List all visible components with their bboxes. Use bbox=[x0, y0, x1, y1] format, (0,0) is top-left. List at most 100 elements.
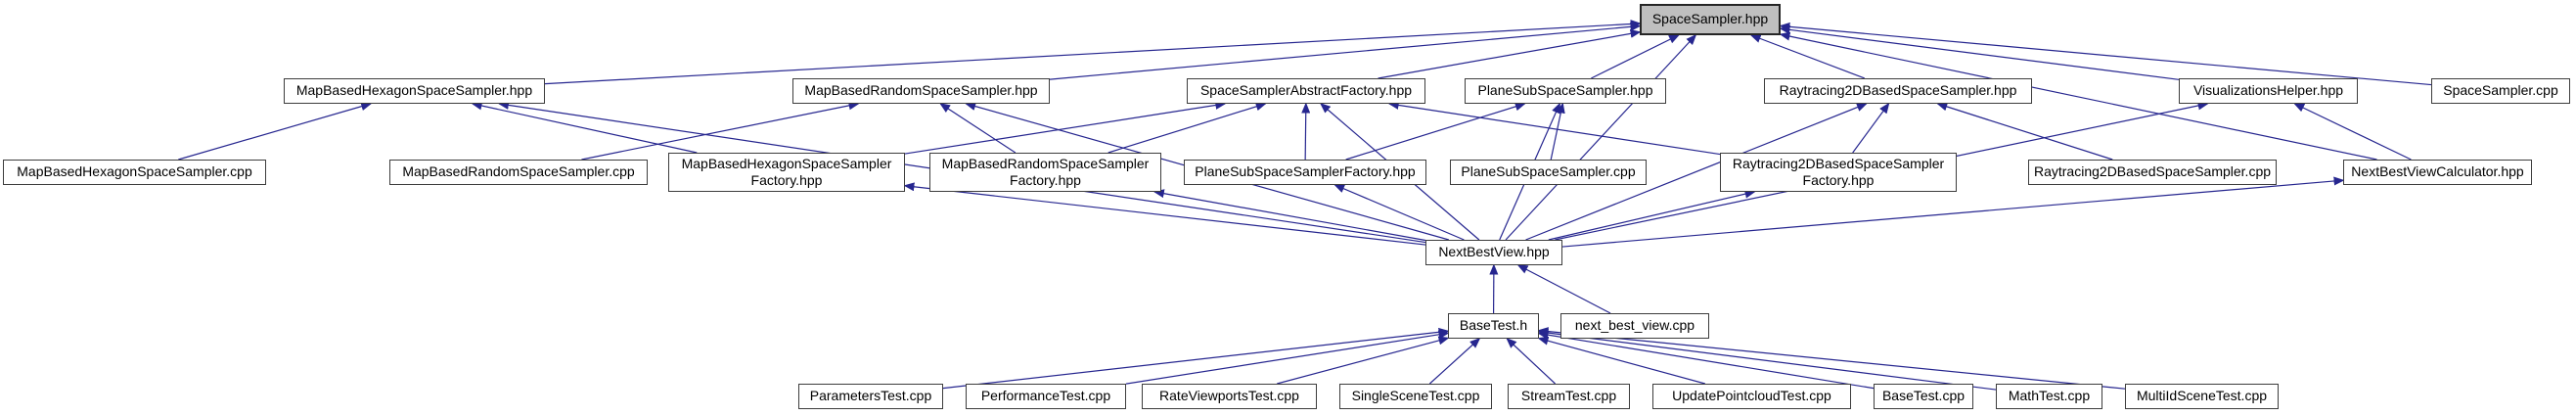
graph-node-label: UpdatePointcloudTest.cpp bbox=[1672, 388, 1831, 404]
graph-node-sscpp[interactable]: SpaceSampler.cpp bbox=[2431, 78, 2570, 104]
graph-node-randhpp[interactable]: MapBasedRandomSpaceSampler.hpp bbox=[792, 78, 1050, 104]
edge-streamtest-to-basetesth bbox=[1506, 337, 1557, 385]
edge-nbvcalc-to-root bbox=[1779, 31, 2377, 161]
edge-nbv-to-planefact bbox=[1333, 184, 1465, 241]
graph-node-ratetest[interactable]: RateViewportsTest.cpp bbox=[1142, 384, 1317, 409]
graph-node-label: BaseTest.cpp bbox=[1881, 388, 1966, 404]
edge-rayhpp-to-root bbox=[1749, 34, 1866, 79]
graph-node-label: Factory.hpp bbox=[1010, 172, 1081, 188]
edge-nbv-to-hexfact bbox=[903, 182, 1426, 246]
edge-singletest-to-basetesth bbox=[1428, 337, 1481, 385]
graph-node-label: MapBasedRandomSpaceSampler.hpp bbox=[804, 82, 1038, 99]
graph-node-nbvcpp[interactable]: next_best_view.cpp bbox=[1560, 313, 1709, 339]
graph-node-basetestcpp[interactable]: BaseTest.cpp bbox=[1874, 384, 1973, 409]
graph-node-nbv[interactable]: NextBestView.hpp bbox=[1425, 240, 1562, 265]
graph-node-label: MultiIdSceneTest.cpp bbox=[2136, 388, 2268, 404]
graph-node-label: SingleSceneTest.cpp bbox=[1351, 388, 1480, 404]
edge-randfact-to-absfact bbox=[1107, 102, 1267, 154]
graph-node-label: PlaneSubSpaceSampler.hpp bbox=[1477, 82, 1653, 99]
edge-randhpp-to-root bbox=[1049, 22, 1642, 80]
graph-node-label: Raytracing2DBasedSpaceSampler.hpp bbox=[1779, 82, 2017, 99]
graph-node-label: Factory.hpp bbox=[1802, 172, 1875, 188]
graph-node-label: next_best_view.cpp bbox=[1574, 317, 1695, 334]
edge-ratetest-to-basetesth bbox=[1277, 336, 1450, 385]
edge-nbvcalc-to-vishpp bbox=[2293, 103, 2412, 161]
graph-node-perftest[interactable]: PerformanceTest.cpp bbox=[966, 384, 1126, 409]
graph-node-label: SpaceSamplerAbstractFactory.hpp bbox=[1199, 82, 1413, 99]
edge-planefact-to-absfact bbox=[1301, 102, 1311, 161]
graph-node-planecpp[interactable]: PlaneSubSpaceSampler.cpp bbox=[1450, 160, 1647, 185]
edge-nbv-to-root bbox=[1505, 33, 1697, 241]
graph-node-label: MapBasedRandomSpaceSampler.cpp bbox=[402, 163, 635, 180]
graph-node-hexhpp[interactable]: MapBasedHexagonSpaceSampler.hpp bbox=[284, 78, 545, 104]
graph-node-label: Raytracing2DBasedSpaceSampler.cpp bbox=[2033, 163, 2272, 180]
graph-node-label: PlaneSubSpaceSampler.cpp bbox=[1461, 163, 1636, 180]
edge-absfact-to-root bbox=[1378, 28, 1642, 79]
graph-node-label: ParametersTest.cpp bbox=[809, 388, 932, 404]
edge-mathtest-to-basetesth bbox=[1537, 328, 1997, 391]
edge-nbv-to-rayfact bbox=[1548, 189, 1756, 241]
graph-node-multiidtest[interactable]: MultiIdSceneTest.cpp bbox=[2125, 384, 2279, 409]
graph-node-label: StreamTest.cpp bbox=[1520, 388, 1617, 404]
edge-nbv-to-rayhpp bbox=[1525, 103, 1868, 241]
graph-node-label: BaseTest.h bbox=[1459, 317, 1528, 334]
graph-node-hexcpp[interactable]: MapBasedHexagonSpaceSampler.cpp bbox=[3, 160, 266, 185]
edge-nbvcpp-to-nbv bbox=[1516, 264, 1611, 314]
graph-node-nbvcalc[interactable]: NextBestViewCalculator.hpp bbox=[2343, 160, 2532, 185]
graph-node-root: SpaceSampler.hpp bbox=[1640, 4, 1781, 35]
edge-raycpp-to-rayhpp bbox=[1936, 102, 2113, 161]
graph-node-updatetest[interactable]: UpdatePointcloudTest.cpp bbox=[1652, 384, 1851, 409]
graph-node-label: PerformanceTest.cpp bbox=[980, 388, 1111, 404]
edge-randfact-to-randhpp bbox=[939, 103, 1017, 154]
edge-rayfact-to-absfact bbox=[1387, 100, 1721, 156]
graph-node-singletest[interactable]: SingleSceneTest.cpp bbox=[1339, 384, 1492, 409]
edge-hexfact-to-hexhpp bbox=[471, 101, 698, 154]
graph-node-label: RateViewportsTest.cpp bbox=[1159, 388, 1299, 404]
edge-randcpp-to-randhpp bbox=[581, 101, 860, 161]
edge-sscpp-to-root bbox=[1779, 22, 2432, 86]
edge-planefact-to-planehpp bbox=[1345, 102, 1526, 161]
edge-vishpp-to-root bbox=[1779, 24, 2180, 80]
edge-nbv-to-randfact bbox=[1152, 189, 1426, 242]
edge-perftest-to-basetesth bbox=[1125, 330, 1450, 385]
graph-node-label: Raytracing2DBasedSpaceSampler bbox=[1732, 155, 1945, 171]
graph-node-planefact[interactable]: PlaneSubSpaceSamplerFactory.hpp bbox=[1184, 160, 1426, 185]
graph-node-rayhpp[interactable]: Raytracing2DBasedSpaceSampler.hpp bbox=[1764, 78, 2032, 104]
graph-node-basetesth[interactable]: BaseTest.h bbox=[1448, 313, 1539, 339]
graph-node-streamtest[interactable]: StreamTest.cpp bbox=[1508, 384, 1630, 409]
edge-basetestcpp-to-basetesth bbox=[1537, 330, 1875, 390]
graph-node-label: PlaneSubSpaceSamplerFactory.hpp bbox=[1195, 163, 1416, 180]
graph-node-paramtest[interactable]: ParametersTest.cpp bbox=[798, 384, 943, 409]
edge-hexhpp-to-root bbox=[544, 19, 1642, 85]
graph-node-label: NextBestView.hpp bbox=[1438, 244, 1550, 260]
graph-node-label: MathTest.cpp bbox=[2008, 388, 2091, 404]
edge-nbv-to-nbvcalc bbox=[1561, 176, 2345, 248]
graph-node-label: NextBestViewCalculator.hpp bbox=[2351, 163, 2524, 180]
graph-node-label: SpaceSampler.cpp bbox=[2443, 82, 2558, 99]
graph-node-randcpp[interactable]: MapBasedRandomSpaceSampler.cpp bbox=[389, 160, 648, 185]
edge-planehpp-to-root bbox=[1591, 34, 1680, 79]
graph-node-label: VisualizationsHelper.hpp bbox=[2192, 82, 2344, 99]
graph-node-absfact[interactable]: SpaceSamplerAbstractFactory.hpp bbox=[1187, 78, 1425, 104]
graph-node-label: MapBasedRandomSpaceSampler bbox=[941, 155, 1150, 171]
edge-hexfact-to-absfact bbox=[904, 101, 1227, 155]
graph-node-label: Factory.hpp bbox=[750, 172, 823, 188]
graph-node-planehpp[interactable]: PlaneSubSpaceSampler.hpp bbox=[1465, 78, 1666, 104]
graph-node-label: MapBasedHexagonSpaceSampler bbox=[681, 155, 892, 171]
edge-updatetest-to-basetesth bbox=[1537, 336, 1705, 385]
graph-node-label: SpaceSampler.hpp bbox=[1651, 11, 1769, 27]
graph-node-mathtest[interactable]: MathTest.cpp bbox=[1996, 384, 2102, 409]
edge-paramtest-to-basetesth bbox=[942, 327, 1450, 390]
graph-node-raycpp[interactable]: Raytracing2DBasedSpaceSampler.cpp bbox=[2028, 160, 2277, 185]
edge-rayfact-to-rayhpp bbox=[1852, 102, 1890, 154]
edge-hexcpp-to-hexhpp bbox=[178, 102, 373, 161]
graph-node-label: MapBasedHexagonSpaceSampler.hpp bbox=[295, 82, 533, 99]
edge-multiidtest-to-basetesth bbox=[1537, 327, 2126, 390]
graph-node-vishpp[interactable]: VisualizationsHelper.hpp bbox=[2179, 78, 2358, 104]
graph-node-label: MapBasedHexagonSpaceSampler.cpp bbox=[17, 163, 252, 180]
